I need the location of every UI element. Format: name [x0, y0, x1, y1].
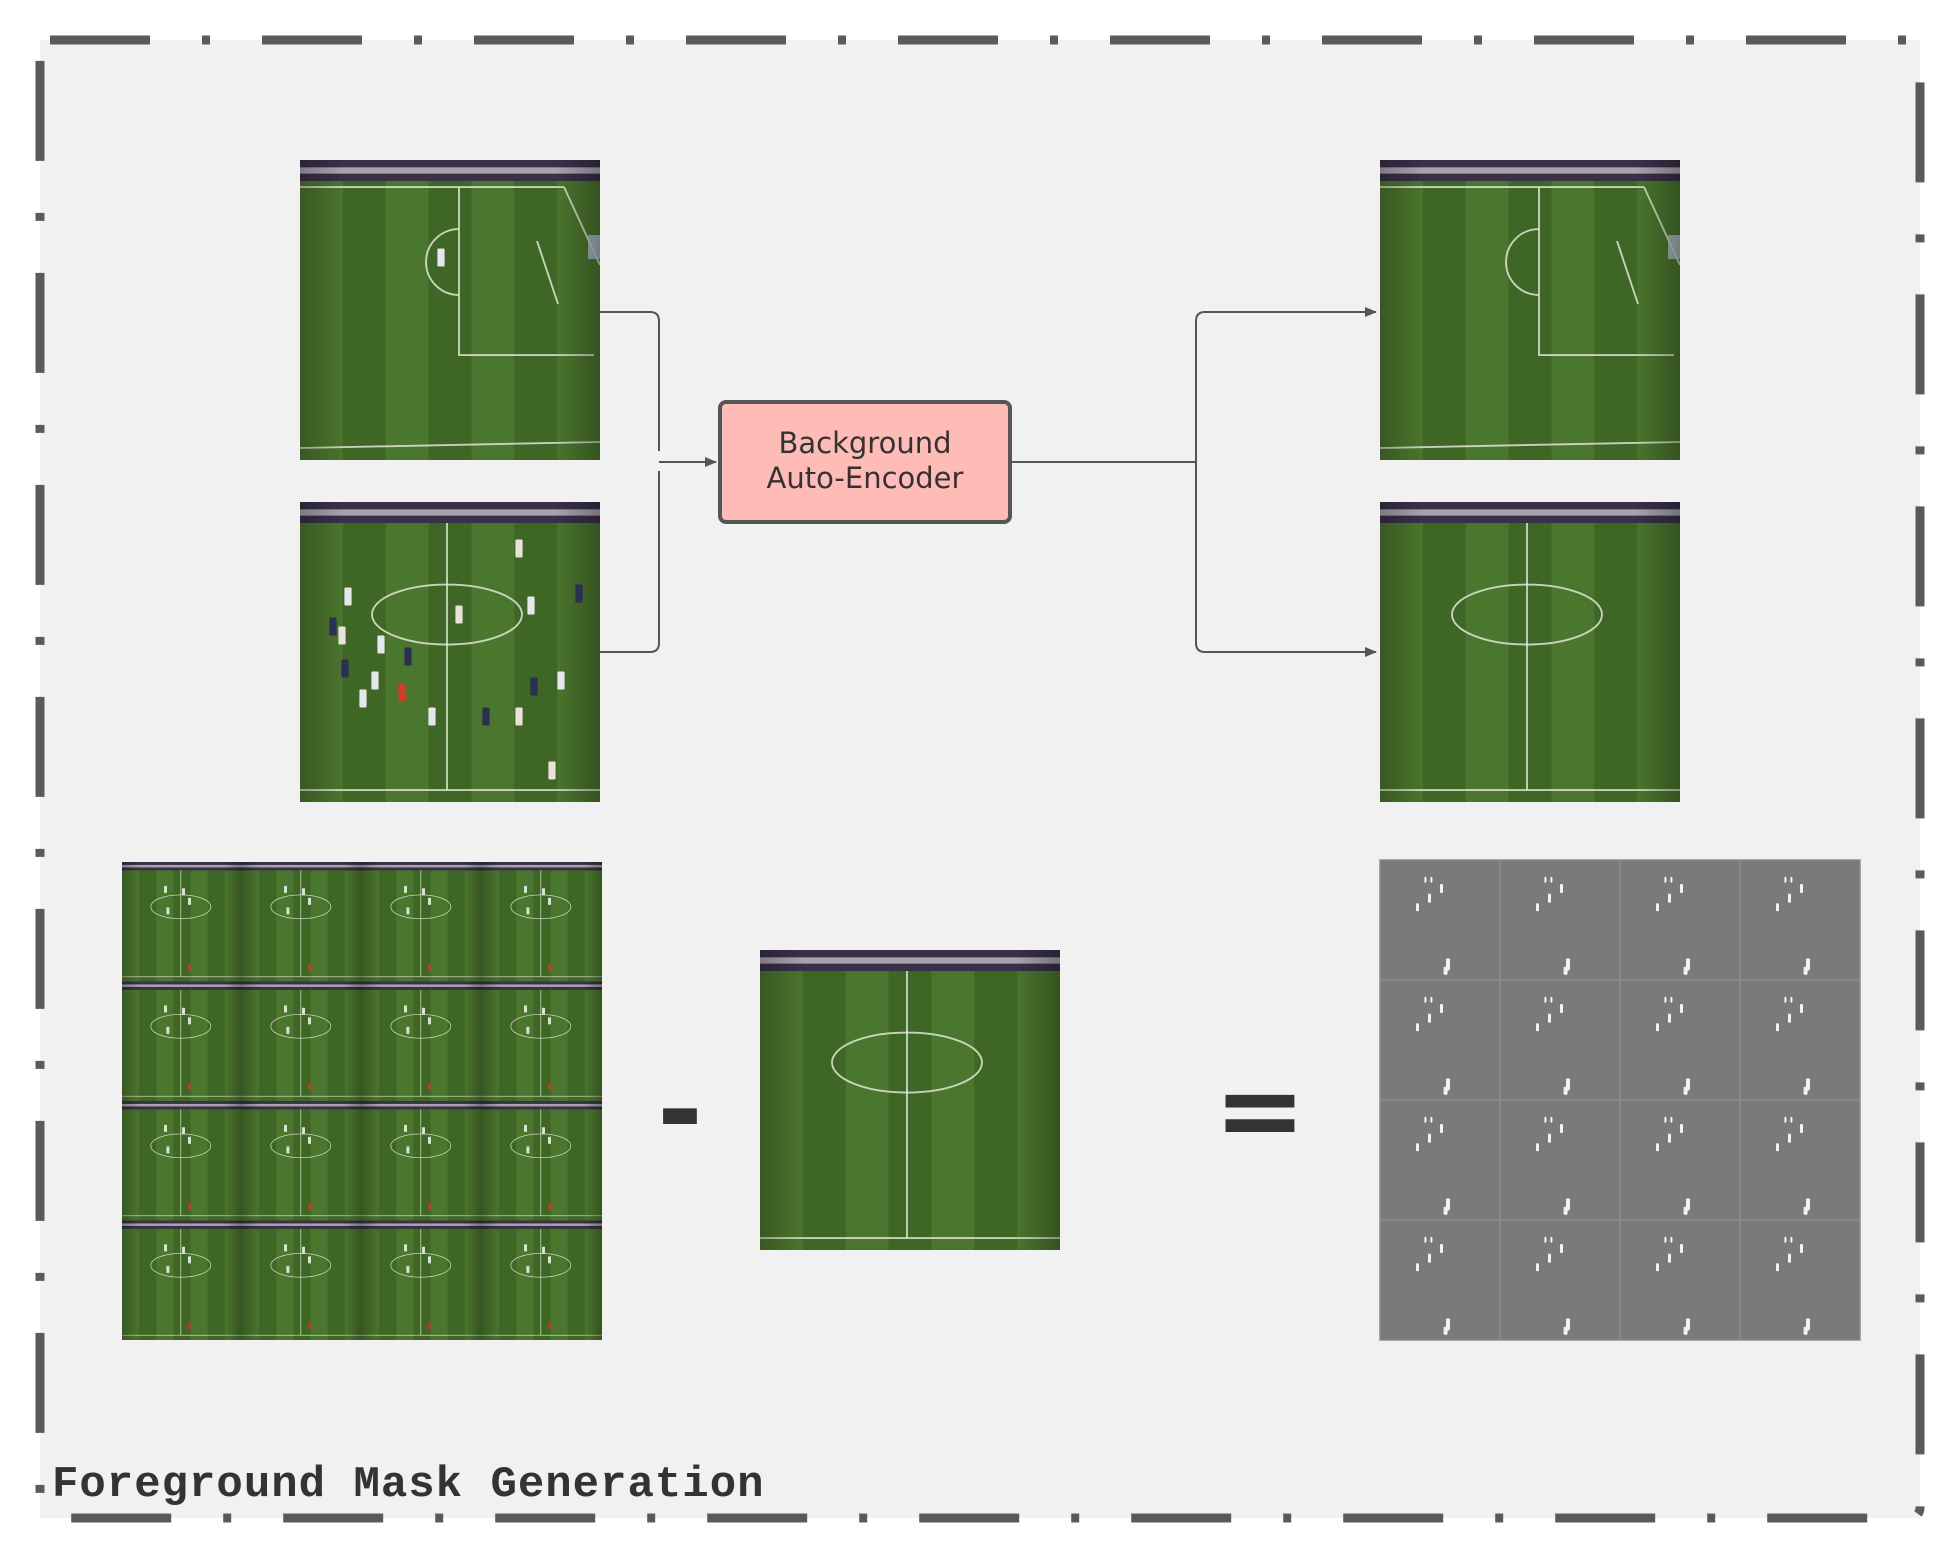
- arrow-to-output-center: [1195, 462, 1377, 657]
- mask-tile: [1379, 859, 1501, 981]
- grid-frame-tile: [362, 1101, 482, 1221]
- grid-frame-tile: [122, 862, 242, 982]
- input-frame-penalty-area: [299, 160, 601, 460]
- grid-frame-tile: [122, 1101, 242, 1221]
- arrow-to-output-penalty: [1195, 307, 1377, 462]
- mask-tile: [1379, 1099, 1501, 1221]
- grid-frame-tile: [242, 981, 362, 1101]
- output-background-center-circle: [1380, 502, 1680, 802]
- grid-frame-tile: [482, 1101, 602, 1221]
- mask-tile: [1739, 1099, 1861, 1221]
- mask-tile: [1739, 979, 1861, 1101]
- mask-tile: [1619, 1099, 1741, 1221]
- grid-frame-tile: [122, 981, 242, 1101]
- grid-frame-tile: [482, 981, 602, 1101]
- mask-tile: [1379, 979, 1501, 1101]
- mask-tile: [1739, 1219, 1861, 1341]
- connector-input-center: [600, 471, 660, 653]
- mask-tile: [1739, 859, 1861, 981]
- grid-frame-tile: [242, 862, 362, 982]
- input-frame-center-circle: [300, 502, 600, 802]
- grid-frame-tile: [482, 1220, 602, 1340]
- grid-frame-tile: [362, 981, 482, 1101]
- mask-tile: [1619, 979, 1741, 1101]
- mask-tile: [1499, 859, 1621, 981]
- output-background-penalty-area: [1379, 160, 1681, 460]
- grid-frame-tile: [482, 862, 602, 982]
- foreground-mask-grid: [1379, 859, 1861, 1341]
- mask-tile: [1619, 859, 1741, 981]
- mask-tile: [1499, 979, 1621, 1101]
- autoencoder-label-line1: Background: [778, 426, 951, 460]
- mask-tile: [1499, 1099, 1621, 1221]
- grid-frame-tile: [362, 1220, 482, 1340]
- mask-tile: [1499, 1219, 1621, 1341]
- frame-border: [35, 35, 1925, 1523]
- mask-tile: [1619, 1219, 1741, 1341]
- grid-frame-tile: [122, 1220, 242, 1340]
- input-frame-grid: [122, 862, 602, 1340]
- autoencoder-label-line2: Auto-Encoder: [767, 461, 964, 495]
- frame-title: Foreground Mask Generation: [52, 1460, 765, 1510]
- grid-frame-tile: [362, 862, 482, 982]
- minus-operator: -: [657, 1046, 703, 1174]
- mask-tile: [1379, 1219, 1501, 1341]
- grid-frame-tile: [242, 1101, 362, 1221]
- background-frame: [760, 950, 1060, 1250]
- equals-operator: =: [1214, 1046, 1306, 1174]
- grid-frame-tile: [242, 1220, 362, 1340]
- connector-input-penalty: [600, 311, 660, 451]
